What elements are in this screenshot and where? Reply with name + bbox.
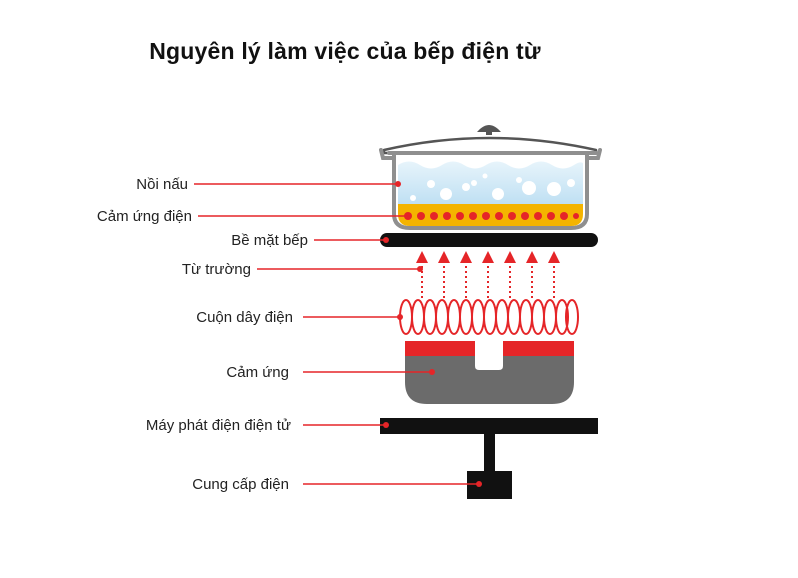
lid-knob bbox=[477, 125, 501, 132]
pot-lid bbox=[382, 136, 598, 155]
core-red-left bbox=[405, 341, 475, 356]
label-magnetic-field: Từ trường bbox=[182, 261, 251, 278]
label-coil: Cuộn dây điện bbox=[196, 309, 293, 326]
leader-end-dots bbox=[383, 181, 482, 487]
label-power-supply: Cung cấp điện bbox=[192, 476, 289, 493]
pot-heated-layer bbox=[398, 204, 583, 226]
magnetic-field-arrowheads bbox=[416, 251, 560, 263]
generator-bar bbox=[380, 418, 598, 434]
pot-handle-right bbox=[585, 148, 602, 160]
induced-current-dots bbox=[404, 212, 579, 220]
label-induction: Cảm ứng bbox=[226, 364, 289, 381]
label-induced-current: Cảm ứng điện bbox=[97, 208, 192, 225]
pot bbox=[379, 125, 602, 230]
coil bbox=[399, 299, 579, 335]
pot-handle-left bbox=[379, 148, 396, 160]
pot-body bbox=[387, 151, 598, 230]
label-pot: Nồi nấu bbox=[136, 176, 188, 193]
magnetic-field-arrows bbox=[421, 262, 555, 298]
induction-core bbox=[405, 341, 574, 404]
core-red-right bbox=[503, 341, 574, 356]
leader-lines bbox=[194, 183, 479, 485]
water-bubbles bbox=[410, 173, 575, 201]
diagram-title: Nguyên lý làm việc của bếp điện từ bbox=[149, 38, 541, 64]
generator-stem bbox=[484, 434, 495, 472]
label-cooktop-surface: Bề mặt bếp bbox=[231, 232, 308, 249]
lid-knob-stem bbox=[486, 131, 492, 135]
power-supply-block bbox=[467, 471, 512, 499]
label-generator: Máy phát điện điện tử bbox=[146, 417, 291, 434]
cooktop-plate bbox=[380, 233, 598, 247]
core-gray-body bbox=[405, 356, 574, 404]
